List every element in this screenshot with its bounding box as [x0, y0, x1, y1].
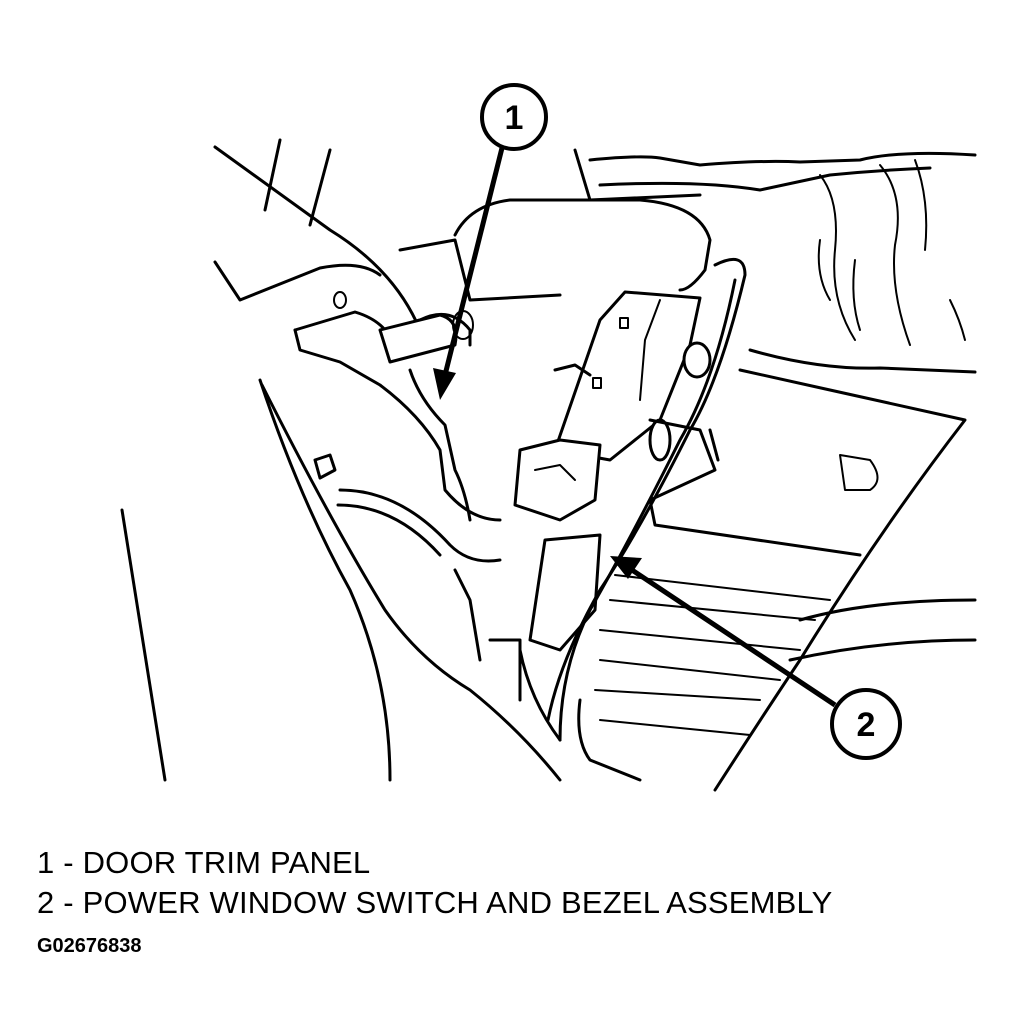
power-window-switch-assembly [513, 257, 747, 742]
legend: 1 - DOOR TRIM PANEL 2 - POWER WINDOW SWI… [37, 843, 833, 923]
legend-item-power-window-switch: 2 - POWER WINDOW SWITCH AND BEZEL ASSEMB… [37, 885, 833, 920]
callout-1-number: 1 [505, 99, 524, 137]
door-trim-illustration: 1 2 [120, 83, 977, 792]
door-trim-panel [258, 291, 562, 782]
hand-outline [398, 159, 966, 346]
figure-id: G02676838 [37, 935, 142, 957]
legend-item-door-trim-panel: 1 - DOOR TRIM PANEL [37, 845, 371, 880]
callout-2-number: 2 [857, 706, 876, 744]
callout-1: 1 [480, 83, 548, 151]
callout-2-arrow [610, 556, 837, 708]
callout-1-arrow [433, 147, 505, 400]
inner-door-structure [453, 368, 977, 792]
callout-2: 2 [830, 688, 902, 760]
